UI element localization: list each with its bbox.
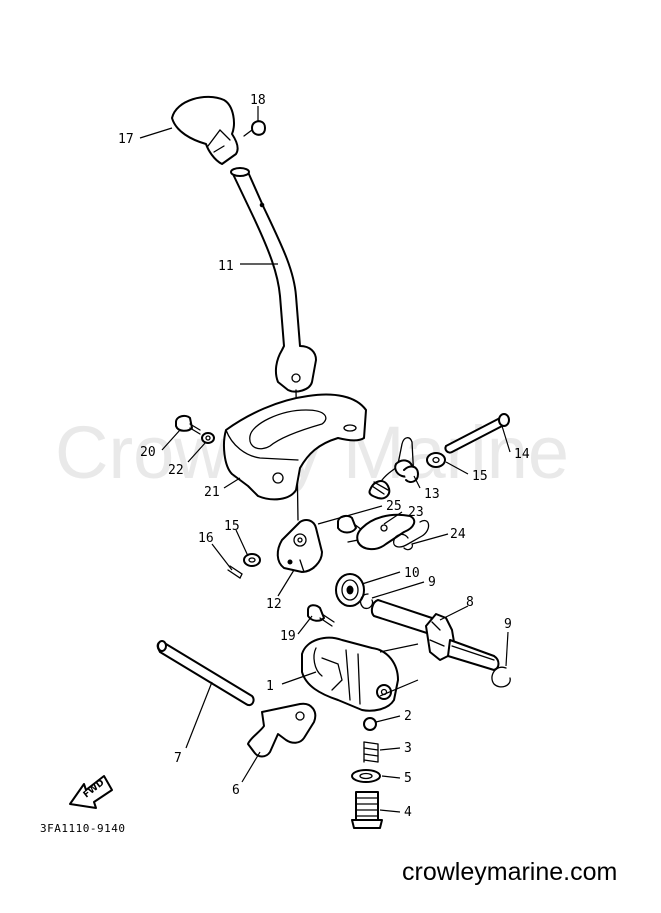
part-7-guide-bar	[156, 640, 255, 706]
website-footer: crowleymarine.com	[402, 858, 617, 886]
callout-15-right: 15	[472, 469, 488, 484]
part-5-washer	[351, 769, 381, 783]
part-19-bolt	[307, 604, 335, 627]
part-18-pin	[243, 120, 266, 137]
callout-14: 14	[514, 447, 530, 462]
part-16-cotter-pin	[227, 565, 243, 579]
part-1-shift-drum	[301, 636, 399, 712]
part-23-cam-plate	[337, 513, 416, 550]
callout-10: 10	[404, 566, 420, 581]
callout-7: 7	[174, 751, 182, 766]
part-10-oil-seal	[335, 573, 365, 607]
part-20-bolt	[175, 414, 201, 435]
callout-2: 2	[404, 709, 412, 724]
part-12-shift-arm	[276, 519, 323, 573]
part-11-shift-lever	[230, 167, 317, 521]
callout-labels: 17 18 11 20 22 21 13 15 14 25 23 24 15 1…	[118, 93, 530, 820]
callout-15-left: 15	[224, 519, 240, 534]
callout-22: 22	[168, 463, 184, 478]
part-15-washer-right	[426, 452, 446, 468]
callout-1: 1	[266, 679, 274, 694]
diagram-code: 3FA1110-9140	[40, 822, 125, 835]
part-8-shift-shaft	[370, 599, 500, 671]
part-9-circlip-left	[359, 593, 374, 610]
callout-4: 4	[404, 805, 412, 820]
callout-6: 6	[232, 783, 240, 798]
callout-16: 16	[198, 531, 214, 546]
callout-9-right: 9	[504, 617, 512, 632]
part-4-plug	[351, 791, 383, 829]
part-24-spring-clip	[392, 519, 430, 551]
callout-24: 24	[450, 527, 466, 542]
callout-13: 13	[424, 487, 440, 502]
part-21-guide-plate	[223, 393, 367, 501]
callout-20: 20	[140, 445, 156, 460]
callout-12: 12	[266, 597, 282, 612]
fwd-arrow-icon: FWD	[69, 775, 113, 809]
leader-lines	[139, 106, 511, 813]
part-6-shift-fork	[247, 702, 317, 758]
part-14-pin	[444, 413, 510, 454]
callout-3: 3	[404, 741, 412, 756]
part-25-spring	[368, 480, 391, 500]
callout-25: 25	[386, 499, 402, 514]
callout-5: 5	[404, 771, 412, 786]
part-17-shift-knob	[171, 95, 239, 165]
callout-8: 8	[466, 595, 474, 610]
callout-17: 17	[118, 132, 134, 147]
callout-11: 11	[218, 259, 234, 274]
part-2-ball	[363, 717, 377, 731]
part-9-circlip-right	[491, 666, 511, 688]
callout-21: 21	[204, 485, 220, 500]
callout-18: 18	[250, 93, 266, 108]
callout-23: 23	[408, 505, 424, 520]
part-15-washer-left	[243, 553, 261, 567]
part-22-washer	[201, 432, 215, 444]
part-3-spring	[363, 741, 379, 763]
callout-19: 19	[280, 629, 296, 644]
callout-9-left: 9	[428, 575, 436, 590]
